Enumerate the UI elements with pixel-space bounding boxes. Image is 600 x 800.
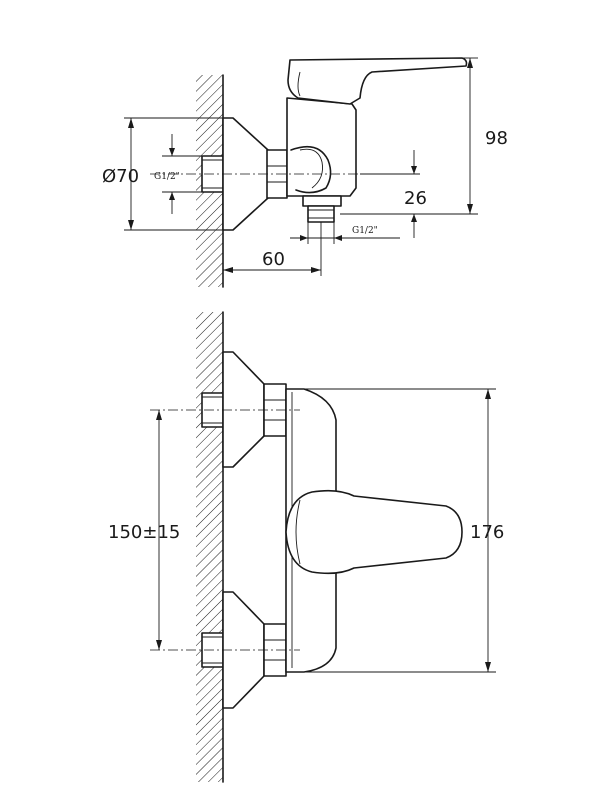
label-center-distance: 150±15 [108,522,180,543]
dim-overall-height [300,388,496,673]
mixer-body-side [286,97,357,197]
label-height: 98 [485,128,508,149]
lever-handle-front [285,489,463,575]
outlet-stub-side [302,195,342,223]
label-outlet-offset: 26 [404,188,427,209]
label-overall-height: 176 [470,522,504,543]
dim-depth [223,222,322,276]
dim-outlet-offset [360,150,420,238]
label-thread-wall: G1/2" [154,172,180,182]
lever-handle-side [287,57,468,105]
dim-diameter [124,117,233,231]
dim-height [340,57,478,215]
label-thread-outlet: G1/2" [352,226,378,236]
label-depth: 60 [262,249,285,270]
label-diameter: Ø70 [102,166,139,187]
inlet-curve-side [290,145,332,194]
wall-hatch-bottom [196,312,223,782]
front-view: 150±15 176 [108,311,504,783]
dim-thread-outlet [290,222,400,244]
dim-center-distance [156,410,162,650]
side-view: Ø70 G1/2" 98 26 [102,57,508,288]
dim-thread-wall [162,134,202,214]
